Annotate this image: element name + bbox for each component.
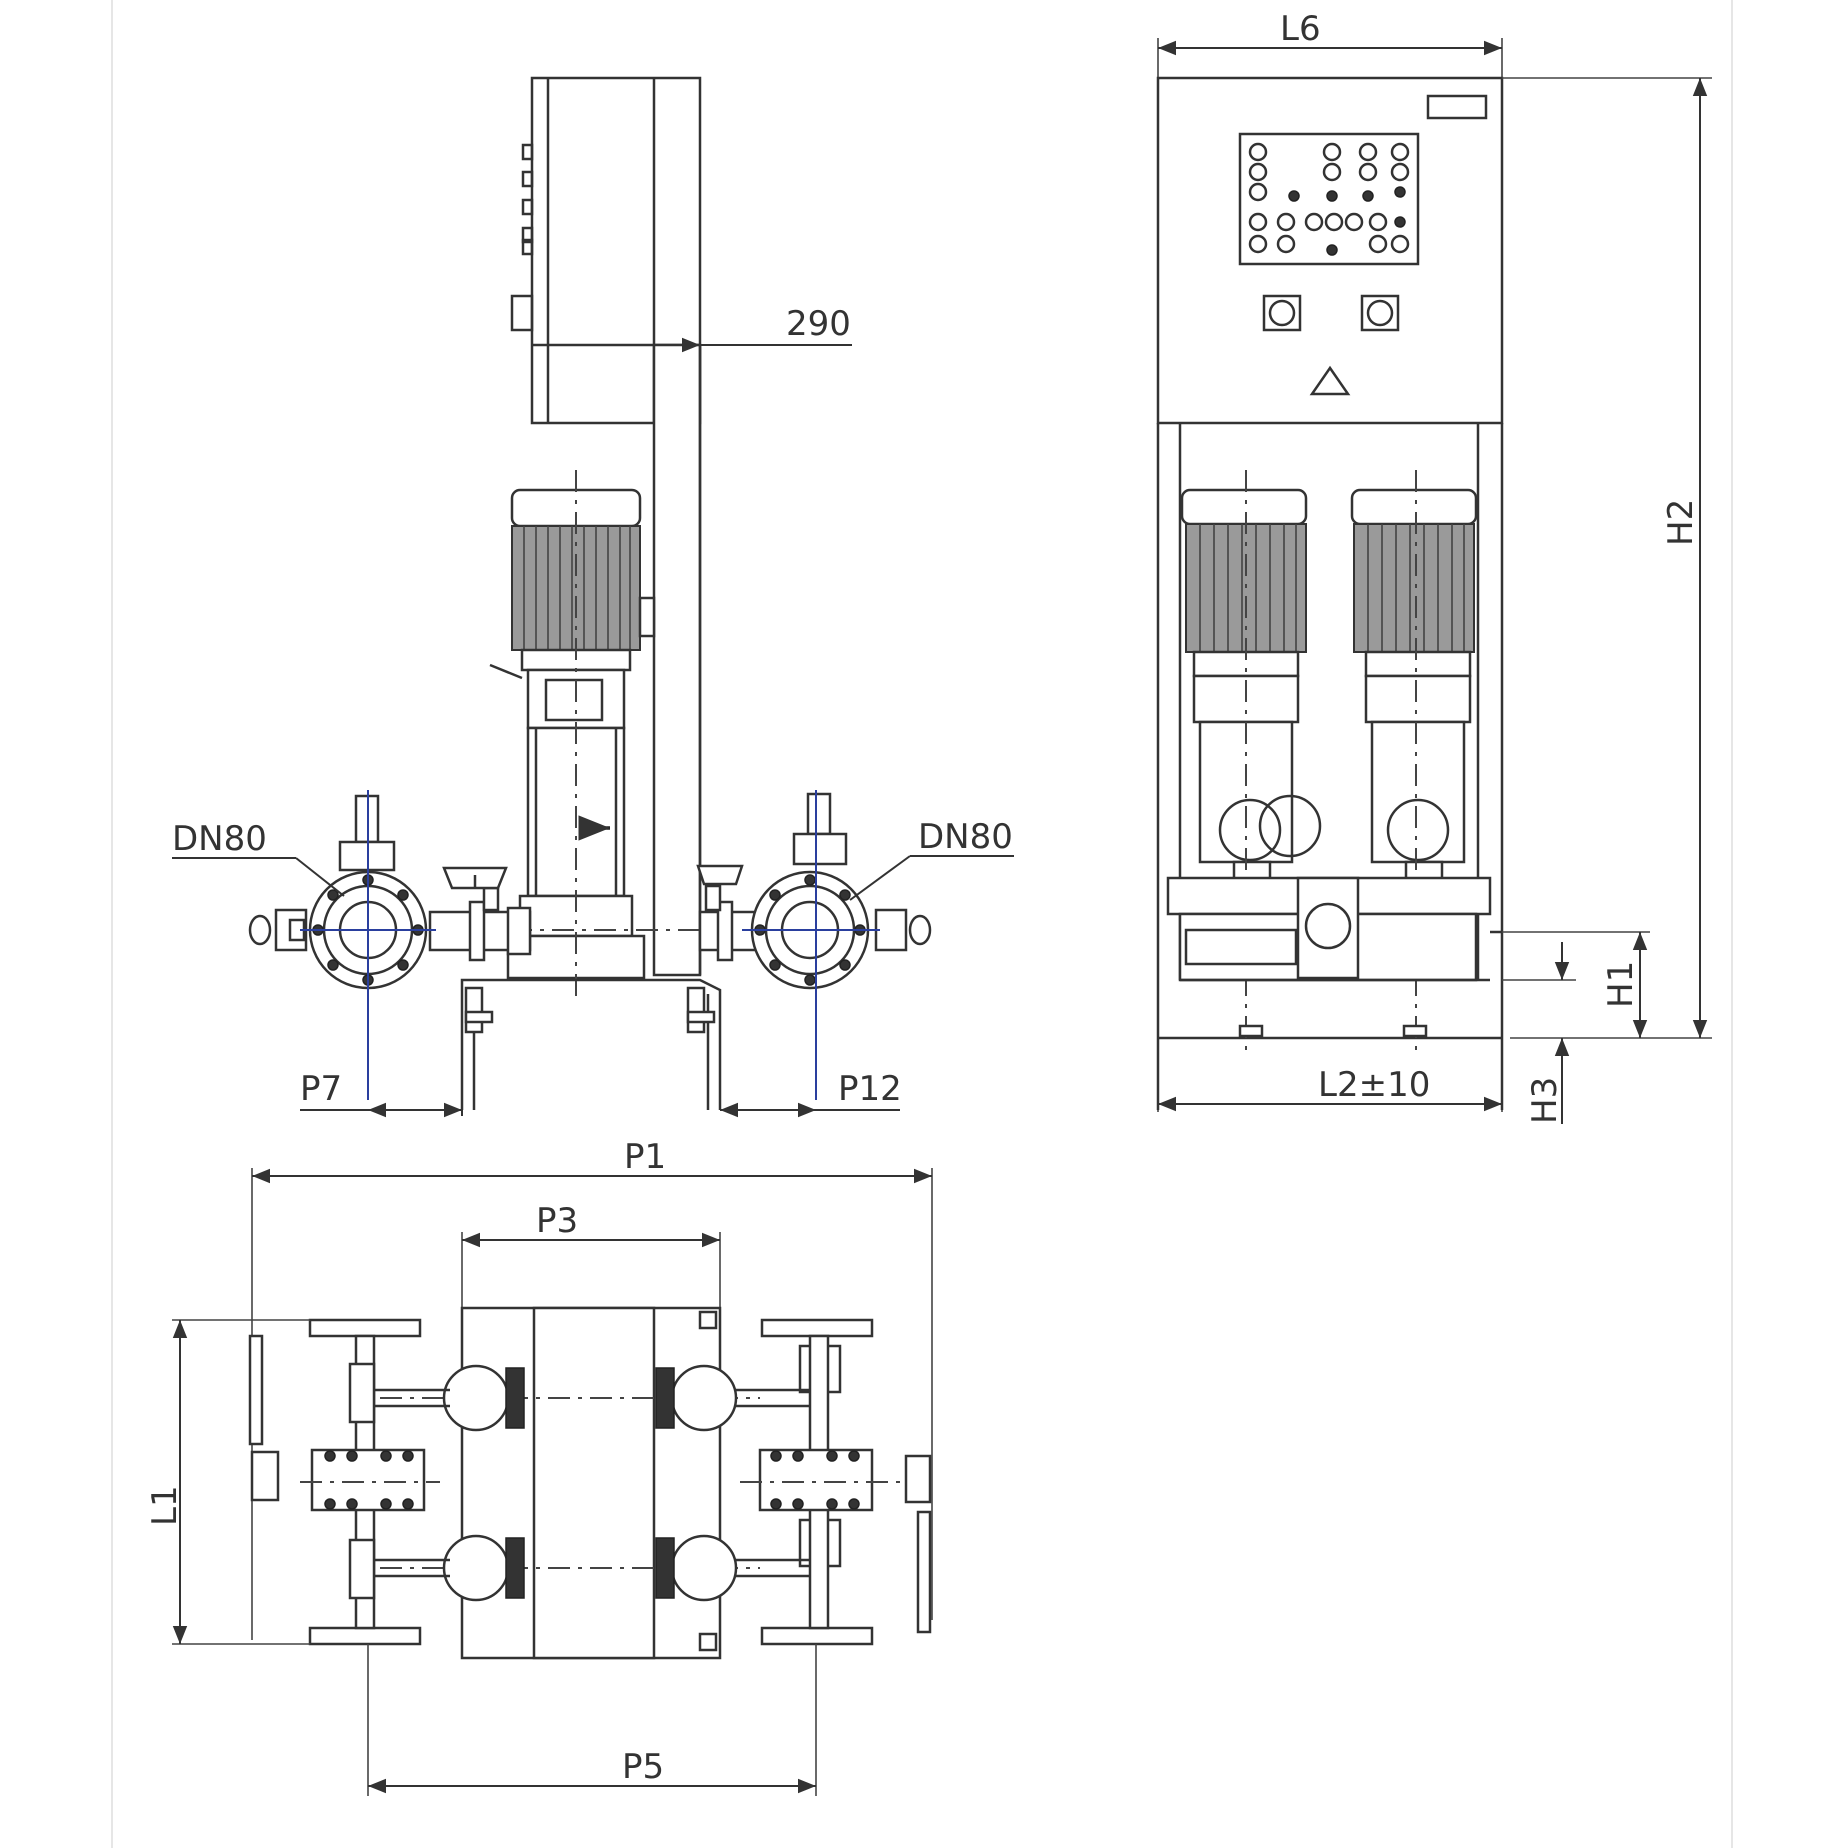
dim-h2-label: H2	[1661, 499, 1701, 546]
side-view: 290 DN80 DN80 P7 P12	[172, 76, 1014, 1118]
dim-l6-label: L6	[1280, 9, 1321, 49]
right-flange	[742, 790, 932, 1100]
dim-h1-label: H1	[1601, 961, 1641, 1008]
dim-l2-label: L2±10	[1318, 1065, 1430, 1105]
top-view: P1 P3	[145, 1137, 933, 1796]
front-view: L6 H2 H1 H3 L2±10	[1156, 9, 1712, 1124]
pump-2	[1350, 470, 1478, 1050]
dim-290-label: 290	[786, 304, 851, 344]
dn80-left-label: DN80	[172, 819, 267, 859]
pump-1	[1180, 470, 1322, 1050]
dim-p3-label: P3	[536, 1201, 578, 1241]
dim-p5-label: P5	[622, 1747, 664, 1787]
dn80-right-label: DN80	[918, 817, 1013, 857]
dim-p12-label: P12	[838, 1069, 902, 1109]
dim-p1-label: P1	[624, 1137, 666, 1177]
dim-h3-label: H3	[1525, 1077, 1565, 1124]
left-flange	[248, 790, 436, 1100]
dim-l1-label: L1	[145, 1485, 185, 1526]
dim-p7-label: P7	[300, 1069, 342, 1109]
